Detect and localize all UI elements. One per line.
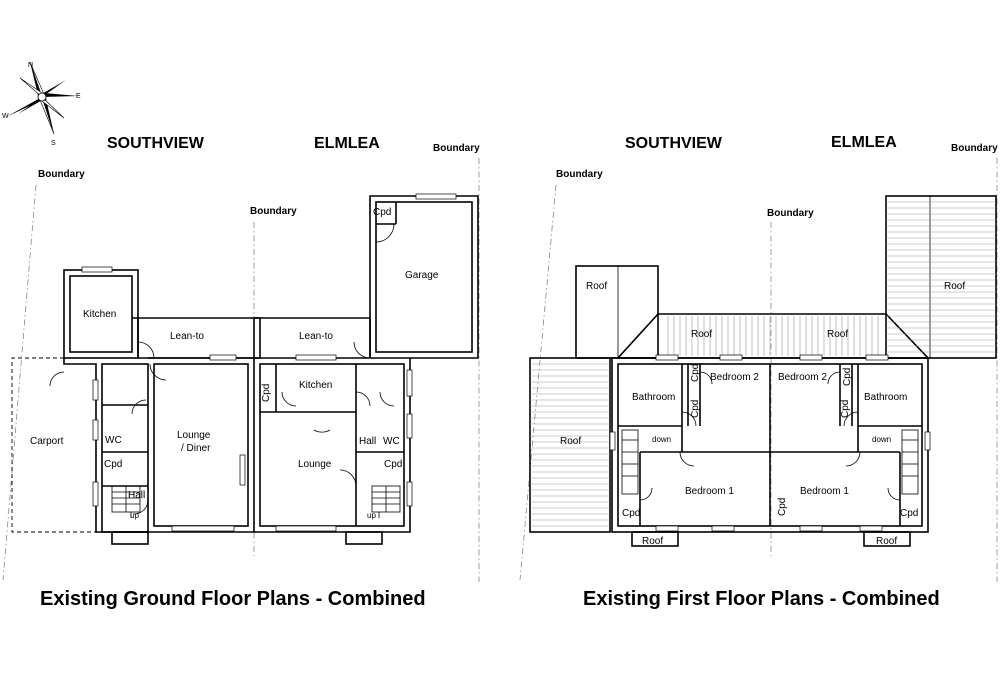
ground-boundary-label-right: Boundary <box>433 143 480 154</box>
ground-boundary-label-left: Boundary <box>38 169 85 180</box>
first-floor-plan: SOUTHVIEW ELMLEA Boundary Boundary Bound… <box>519 134 998 610</box>
roof-front-left-label: Roof <box>642 536 663 547</box>
compass-east-label: E <box>76 93 81 100</box>
ground-house-right-name: ELMLEA <box>314 135 380 152</box>
room-garage-cpd: Cpd <box>373 207 391 218</box>
room-lounge-right: Lounge <box>298 459 332 470</box>
first-boundary-line-left <box>519 184 557 581</box>
first-boundary-label-left: Boundary <box>556 169 603 180</box>
roof-mid-left-label: Roof <box>691 329 712 340</box>
room-kitchen-right: Kitchen <box>299 380 332 391</box>
stairs-up-right: up <box>367 511 376 520</box>
roof-mid-right-label: Roof <box>827 329 848 340</box>
roof-back-left-label: Roof <box>586 281 607 292</box>
room-wc-right: WC <box>383 436 400 447</box>
first-boundary-label-right: Boundary <box>951 143 998 154</box>
roof-right-label: Roof <box>944 281 965 292</box>
room-cpd-right: Cpd <box>384 459 402 470</box>
room-bathroom-right: Bathroom <box>864 392 907 403</box>
room-bedroom2-right: Bedroom 2 <box>778 372 827 383</box>
room-bedroom2-left: Bedroom 2 <box>710 372 759 383</box>
room-bedroom1-left: Bedroom 1 <box>685 486 734 497</box>
first-boundary-label-middle: Boundary <box>767 208 814 219</box>
ground-floor-title: Existing Ground Floor Plans - Combined <box>40 588 426 610</box>
room-cpd-b: Cpd <box>690 400 701 418</box>
roof-side-left-label: Roof <box>560 436 581 447</box>
ground-house-left-name: SOUTHVIEW <box>107 135 205 152</box>
room-wc-left: WC <box>105 435 122 446</box>
carport-outline <box>11 357 96 533</box>
first-house-right-name: ELMLEA <box>831 134 897 151</box>
compass-north-label: N <box>28 62 33 69</box>
room-bathroom-left: Bathroom <box>632 392 675 403</box>
stairs-down-right: down <box>872 435 891 444</box>
ground-boundary-line-left <box>2 184 37 581</box>
compass-rose-icon: N S E W <box>2 61 81 147</box>
first-house-left-name: SOUTHVIEW <box>625 135 723 152</box>
room-cpd-bl: Cpd <box>622 508 640 519</box>
room-hall-right: Hall <box>359 436 376 447</box>
room-lounge-diner-line2: / Diner <box>181 443 211 454</box>
room-cpd-c: Cpd <box>842 368 853 386</box>
room-cpd-d: Cpd <box>840 400 851 418</box>
room-leanto-left: Lean-to <box>170 331 204 342</box>
room-lounge-diner-line1: Lounge <box>177 430 211 441</box>
room-cpd-e: Cpd <box>777 498 788 516</box>
ground-boundary-label-middle: Boundary <box>250 206 297 217</box>
compass-west-label: W <box>2 113 9 120</box>
roof-front-right-label: Roof <box>876 536 897 547</box>
room-garage: Garage <box>405 270 439 281</box>
room-kitchen-left: Kitchen <box>83 309 116 320</box>
room-carport: Carport <box>30 436 64 447</box>
room-hall-left: Hall <box>128 490 145 501</box>
ground-floor-plan: SOUTHVIEW ELMLEA Boundary Boundary Bound… <box>2 135 480 610</box>
stairs-down-left: down <box>652 435 671 444</box>
stairs-up-left: up <box>130 511 139 520</box>
room-cpd-a: Cpd <box>690 364 701 382</box>
room-cpd-left: Cpd <box>104 459 122 470</box>
room-leanto-right: Lean-to <box>299 331 333 342</box>
first-floor-title: Existing First Floor Plans - Combined <box>583 588 940 610</box>
room-cpd-br: Cpd <box>900 508 918 519</box>
room-cpd-kitchen-right: Cpd <box>261 384 272 402</box>
room-bedroom1-right: Bedroom 1 <box>800 486 849 497</box>
compass-south-label: S <box>51 140 56 147</box>
